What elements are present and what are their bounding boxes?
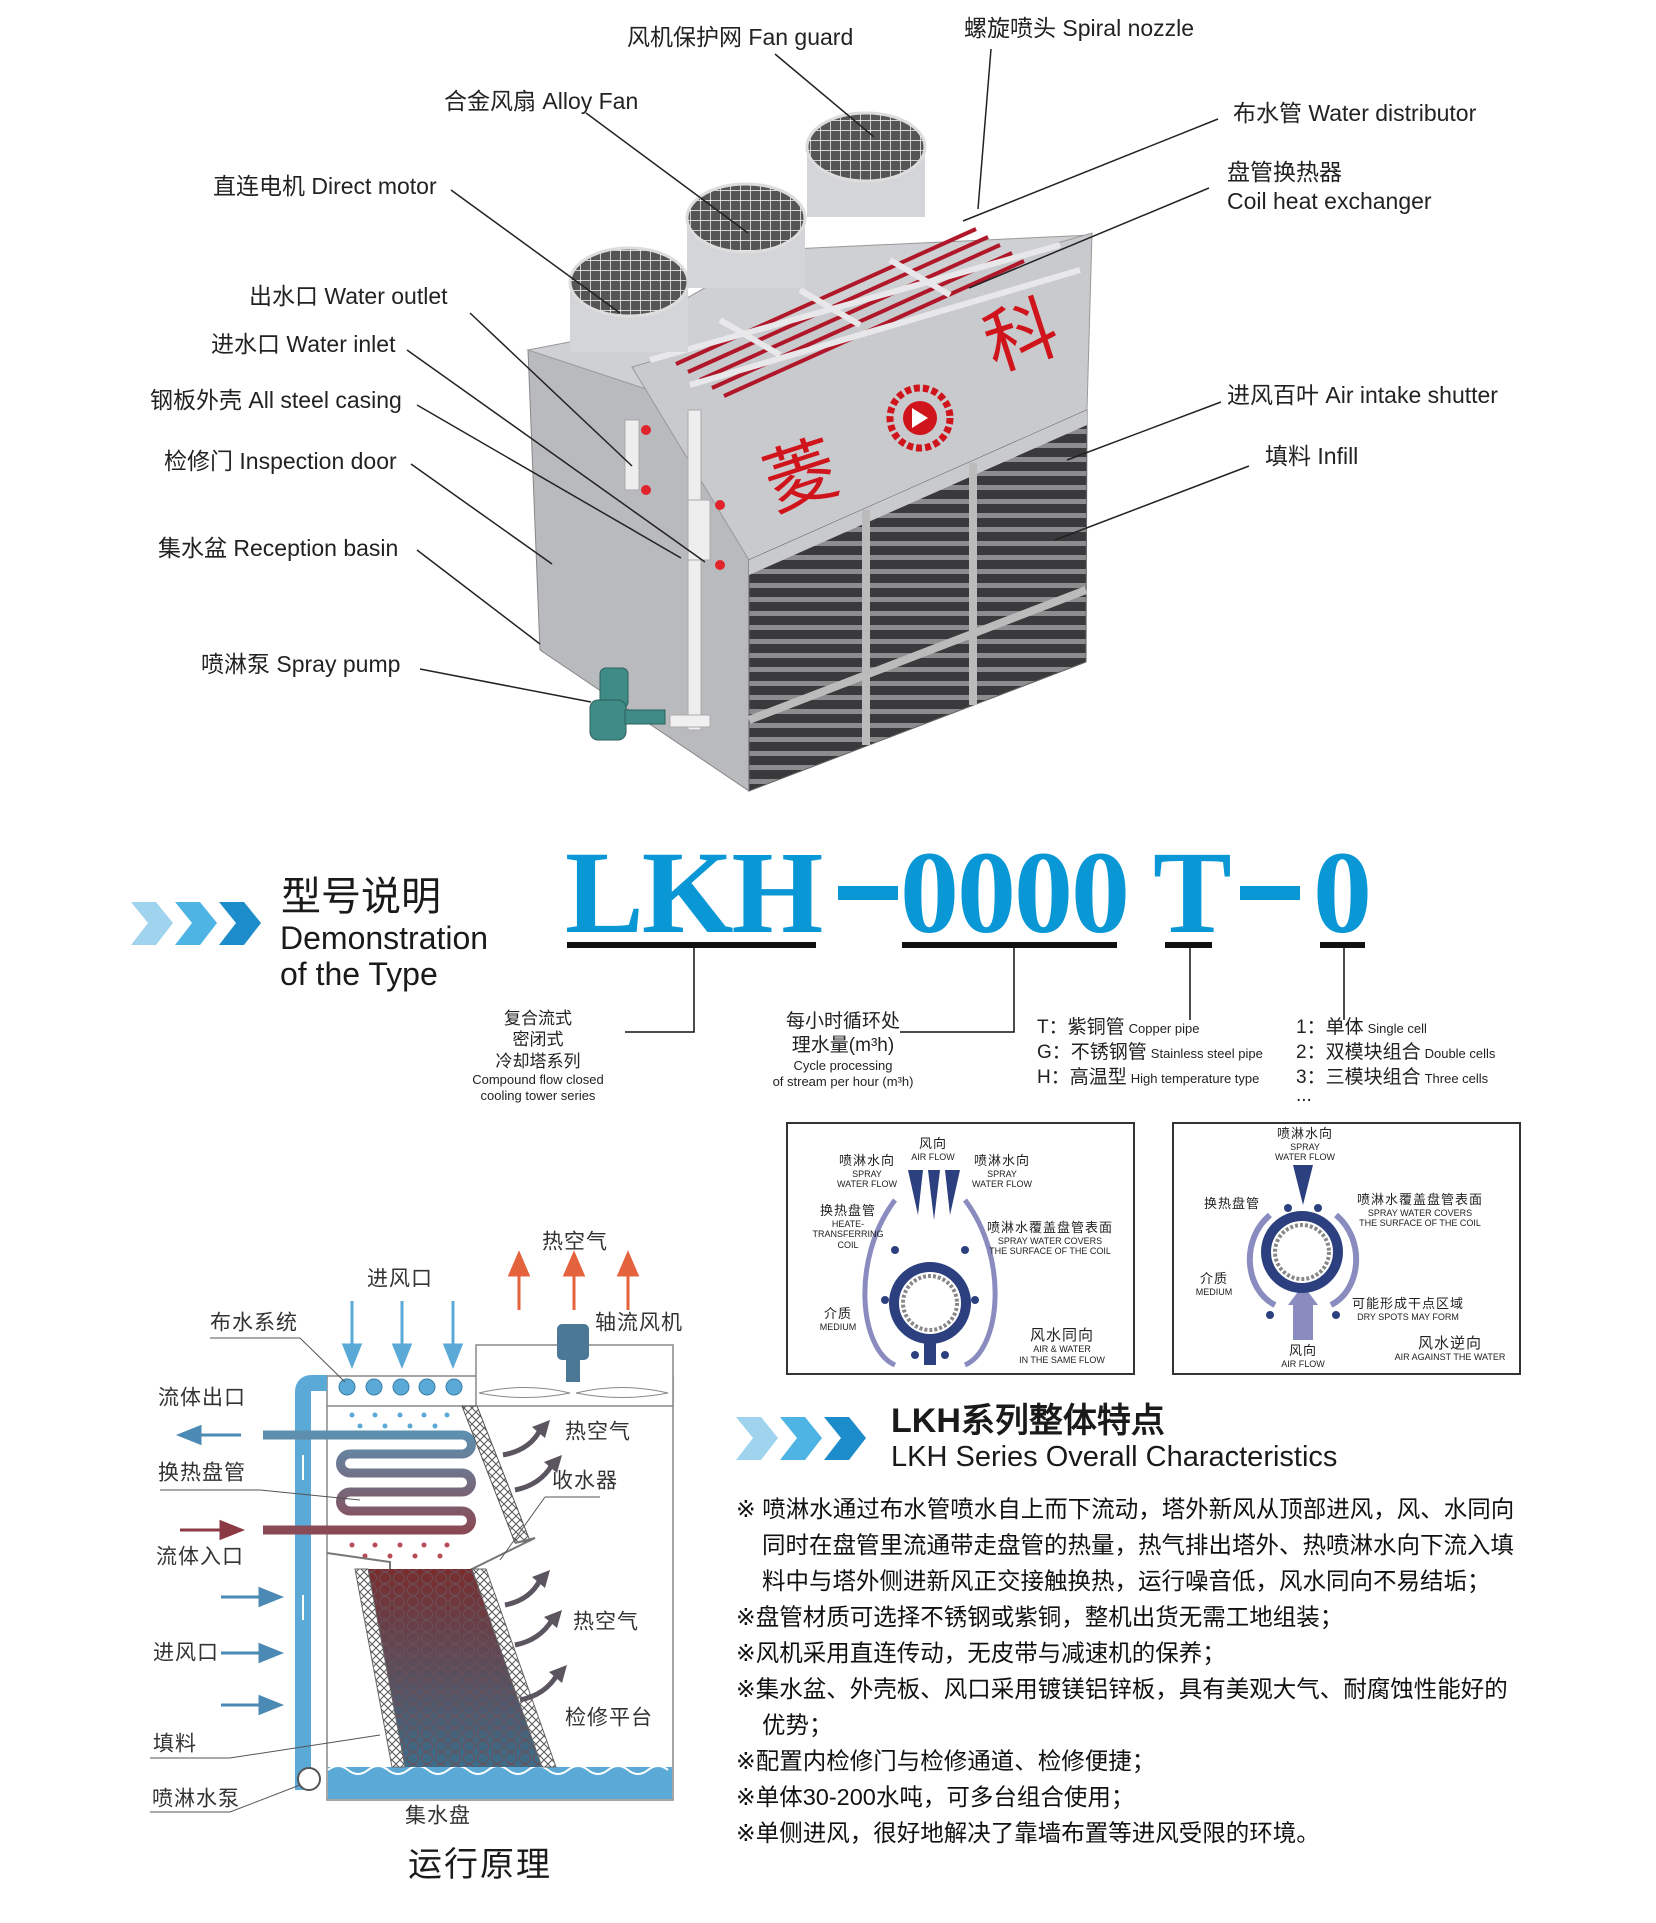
pl-basin: 集水盘 bbox=[405, 1803, 471, 1828]
pl-air-in-top: 进风口 bbox=[367, 1266, 433, 1291]
pl-eliminator: 收水器 bbox=[552, 1468, 618, 1493]
label-fan-guard: 风机保护网 Fan guard bbox=[627, 24, 854, 50]
pl-hot-air-top: 热空气 bbox=[542, 1229, 608, 1254]
pl-hot-air-mid: 热空气 bbox=[565, 1419, 631, 1444]
model-code-series: LKH bbox=[565, 827, 823, 958]
pl-platform: 检修平台 bbox=[565, 1705, 653, 1730]
flow-diagram-same-direction bbox=[786, 1122, 1135, 1375]
feature-item: ※配置内检修门与检修通道、检修便捷； bbox=[736, 1748, 1156, 1774]
feature-item: ※单体30-200水吨，可多台组合使用； bbox=[736, 1784, 1135, 1810]
label-spiral-nozzle: 螺旋喷头 Spiral nozzle bbox=[964, 15, 1195, 41]
model-code-capacity: 0000 bbox=[900, 827, 1130, 958]
tower-louvers bbox=[748, 409, 1088, 792]
model-chevrons bbox=[131, 902, 261, 945]
label-water-distributor: 布水管 Water distributor bbox=[1233, 100, 1477, 126]
leader-lines bbox=[406, 48, 1250, 703]
model-code-dash-2: - bbox=[1240, 886, 1300, 900]
pump-icon bbox=[297, 1767, 321, 1791]
features-title-cn: LKH系列整体特点 bbox=[891, 1402, 1165, 1440]
spray-pump-illustration bbox=[589, 667, 666, 741]
model-code-dash-1: - bbox=[838, 886, 898, 900]
feature-item: ※集水盆、外壳板、风口采用镀镁铝锌板，具有美观大气、耐腐蚀性能好的优势； bbox=[736, 1676, 1508, 1738]
model-code-cells: 0 bbox=[1313, 827, 1372, 958]
principle-caption: 运行原理 bbox=[408, 1846, 552, 1884]
pl-hot-air-low: 热空气 bbox=[573, 1609, 639, 1634]
label-coil-cn: 盘管换热器 bbox=[1227, 159, 1342, 185]
label-steel-casing: 钢板外壳 All steel casing bbox=[150, 387, 402, 413]
features-list: ※ 喷淋水通过布水管喷水自上而下流动，塔外新风从顶部进风，风、水同向同时在盘管里… bbox=[736, 1491, 1528, 1851]
label-inspection-door: 检修门 Inspection door bbox=[164, 448, 397, 474]
pl-fluid-out: 流体出口 bbox=[158, 1385, 246, 1410]
model-title-en-1: Demonstration bbox=[280, 920, 489, 956]
flow-diagram-counter-direction bbox=[1172, 1122, 1521, 1375]
label-air-intake-shutter: 进风百叶 Air intake shutter bbox=[1227, 382, 1498, 408]
label-spray-pump: 喷淋泵 Spray pump bbox=[201, 651, 401, 677]
fd2-coil: 换热盘管 bbox=[1203, 1196, 1261, 1211]
pl-axial-fan: 轴流风机 bbox=[595, 1310, 683, 1335]
label-reception-basin: 集水盆 Reception basin bbox=[158, 535, 399, 561]
pl-coil: 换热盘管 bbox=[158, 1460, 246, 1485]
label-direct-motor: 直连电机 Direct motor bbox=[213, 173, 437, 199]
feature-item: ※风机采用直连传动，无皮带与减速机的保养； bbox=[736, 1640, 1226, 1666]
features-title-en: LKH Series Overall Characteristics bbox=[891, 1441, 1338, 1473]
model-underlines bbox=[567, 942, 1365, 1033]
operating-principle-diagram bbox=[150, 1250, 674, 1813]
label-alloy-fan: 合金风扇 Alloy Fan bbox=[444, 88, 639, 114]
pl-fill: 填料 bbox=[153, 1731, 197, 1756]
label-coil-en: Coil heat exchanger bbox=[1227, 188, 1432, 214]
cooling-tower-illustration bbox=[526, 111, 1093, 792]
label-infill: 填料 Infill bbox=[1265, 443, 1359, 469]
brand-logo-emblem bbox=[886, 384, 954, 452]
fan-units bbox=[568, 111, 927, 352]
pl-air-in-side: 进风口 bbox=[153, 1640, 219, 1665]
pl-distribution: 布水系统 bbox=[210, 1310, 298, 1335]
label-water-outlet: 出水口 Water outlet bbox=[249, 283, 448, 309]
model-code-material: T bbox=[1153, 827, 1232, 958]
label-water-inlet: 进水口 Water inlet bbox=[211, 331, 396, 357]
pl-pump: 喷淋水泵 bbox=[152, 1786, 240, 1811]
axial-fan-motor-icon bbox=[557, 1324, 589, 1360]
model-title-cn: 型号说明 bbox=[281, 875, 441, 919]
feature-item: ※单侧进风，很好地解决了靠墙布置等进风受限的环境。 bbox=[736, 1820, 1320, 1846]
pl-fluid-in: 流体入口 bbox=[156, 1544, 244, 1569]
feature-item: ※盘管材质可选择不锈钢或紫铜，整机出货无需工地组装； bbox=[736, 1604, 1344, 1630]
features-chevrons bbox=[736, 1417, 866, 1460]
model-title-en-2: of the Type bbox=[280, 956, 438, 992]
feature-item: ※ 喷淋水通过布水管喷水自上而下流动，塔外新风从顶部进风，风、水同向同时在盘管里… bbox=[736, 1496, 1515, 1594]
